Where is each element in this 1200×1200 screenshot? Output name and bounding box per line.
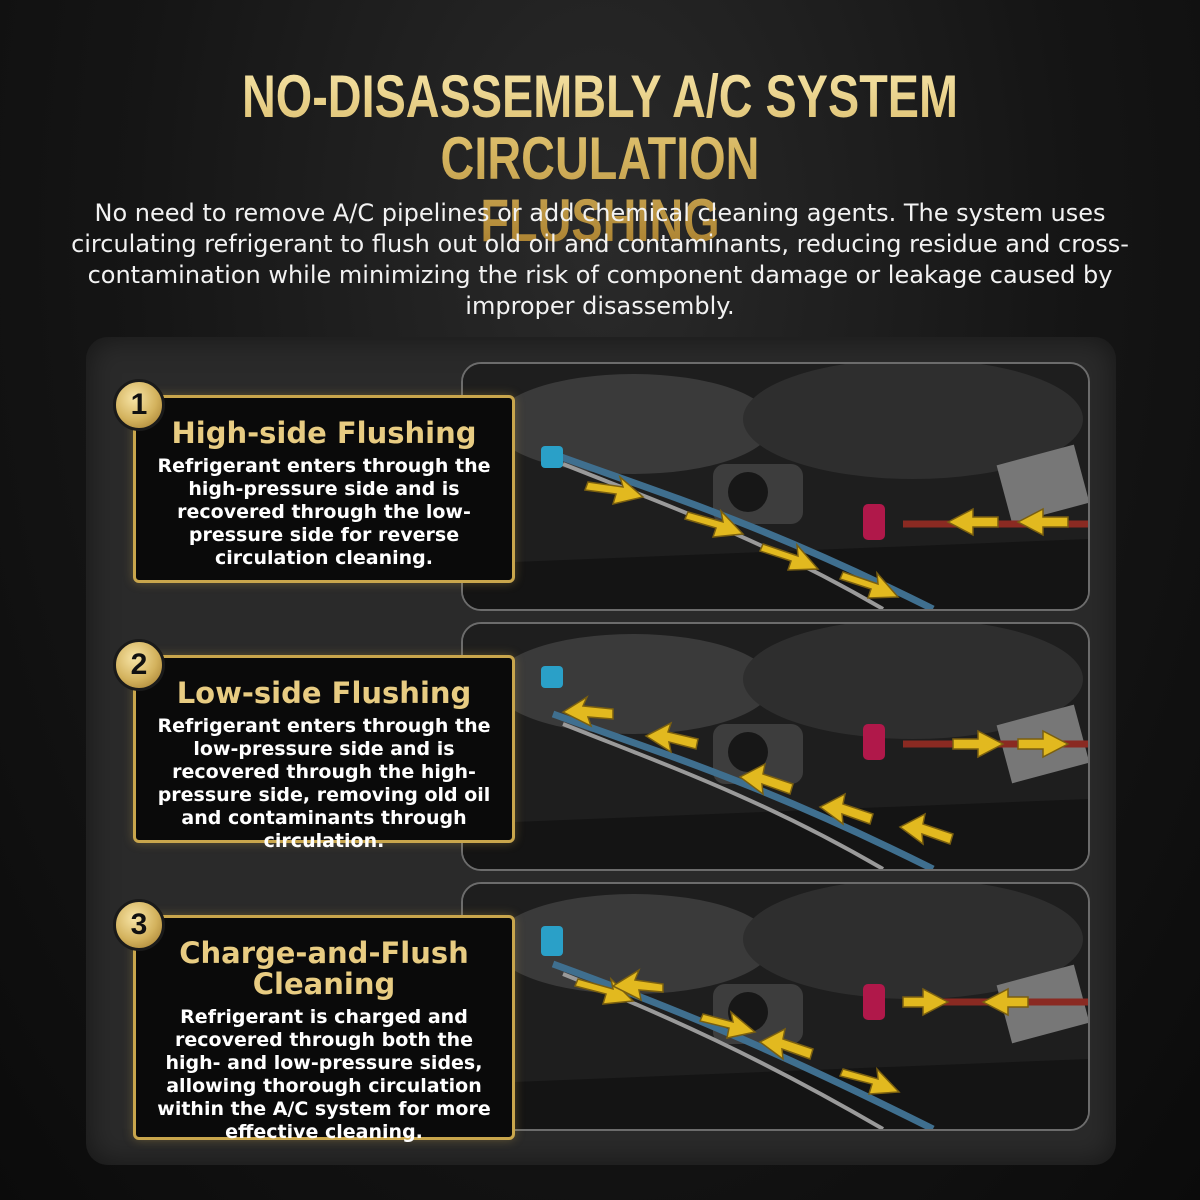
step-description-2: Refrigerant enters through the low-press…	[157, 715, 491, 852]
step-description-3: Refrigerant is charged and recovered thr…	[157, 1006, 491, 1143]
title-line-1: NO-DISASSEMBLY A/C SYSTEM CIRCULATION	[242, 63, 958, 192]
low-pressure-port	[541, 666, 563, 688]
high-pressure-port	[863, 984, 885, 1020]
step-title-2: Low-side Flushing	[176, 676, 472, 710]
step-title-1: High-side Flushing	[171, 416, 477, 450]
engine-photo-1	[461, 362, 1090, 611]
step-2: Low-side Flushing Refrigerant enters thr…	[86, 597, 1116, 871]
step-card-2: Low-side Flushing Refrigerant enters thr…	[133, 655, 515, 852]
engine-photo-3	[461, 882, 1090, 1131]
engine-photo-2	[461, 622, 1090, 871]
engine-illustration-1	[463, 364, 1088, 609]
low-pressure-port	[541, 926, 563, 956]
step-title-3: Charge-and-Flush Cleaning	[179, 936, 469, 1001]
step-number-badge-1: 1	[113, 379, 165, 431]
low-pressure-port	[541, 446, 563, 468]
step-3: Charge-and-Flush Cleaning Refrigerant is…	[86, 857, 1116, 1143]
step-number-badge-2: 2	[113, 639, 165, 691]
engine-illustration-3	[463, 884, 1088, 1129]
page-subtitle: No need to remove A/C pipelines or add c…	[71, 199, 1129, 320]
steps-panel: High-side Flushing Refrigerant enters th…	[86, 337, 1116, 1165]
step-1: High-side Flushing Refrigerant enters th…	[86, 337, 1116, 611]
high-pressure-port	[863, 724, 885, 760]
step-number-badge-3: 3	[113, 899, 165, 951]
step-description-1: Refrigerant enters through the high-pres…	[157, 455, 491, 569]
step-card-1: High-side Flushing Refrigerant enters th…	[133, 395, 515, 583]
engine-illustration-2	[463, 624, 1088, 869]
step-card-3: Charge-and-Flush Cleaning Refrigerant is…	[133, 915, 515, 1143]
high-pressure-port	[863, 504, 885, 540]
